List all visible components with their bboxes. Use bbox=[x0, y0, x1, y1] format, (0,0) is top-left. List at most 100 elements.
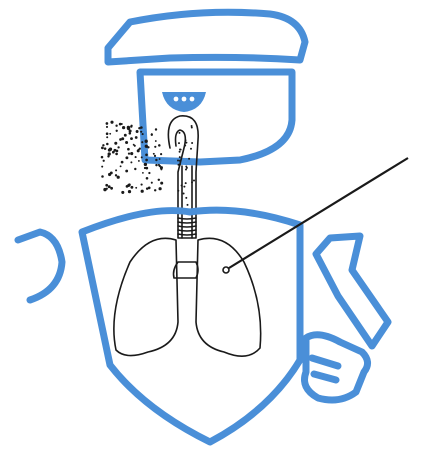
particle bbox=[155, 128, 157, 130]
particle bbox=[115, 169, 117, 171]
particle bbox=[128, 190, 131, 193]
particle bbox=[145, 153, 148, 156]
head-icon bbox=[140, 72, 292, 162]
particle bbox=[141, 156, 143, 158]
airway-particle bbox=[179, 156, 181, 158]
particle bbox=[154, 146, 156, 148]
particle bbox=[142, 172, 144, 174]
particle bbox=[153, 153, 155, 155]
particle bbox=[145, 145, 148, 148]
particle bbox=[151, 182, 153, 184]
airway-particle bbox=[191, 127, 193, 129]
particle bbox=[130, 137, 133, 140]
particle bbox=[128, 152, 130, 154]
right-arm-icon bbox=[316, 236, 388, 346]
particle bbox=[159, 187, 162, 190]
particle bbox=[105, 184, 108, 187]
airway-particle bbox=[183, 186, 185, 188]
particle bbox=[106, 122, 109, 125]
airway-particle bbox=[188, 158, 190, 160]
particle bbox=[155, 140, 157, 142]
cap-icon bbox=[108, 12, 305, 62]
airway-tube-icon bbox=[168, 116, 198, 238]
particle bbox=[135, 187, 137, 189]
particle bbox=[141, 141, 143, 143]
particle bbox=[126, 185, 129, 188]
particle bbox=[155, 164, 157, 166]
particle bbox=[109, 133, 111, 135]
airway-particle bbox=[185, 197, 187, 199]
particle bbox=[145, 140, 148, 143]
particle bbox=[124, 134, 127, 137]
particle bbox=[160, 153, 162, 155]
airway-particle bbox=[179, 132, 181, 134]
airway-particle bbox=[178, 142, 180, 144]
particle bbox=[119, 138, 122, 141]
airway-particle bbox=[177, 160, 179, 162]
trachea-ring bbox=[178, 218, 196, 219]
airway-particle bbox=[179, 149, 181, 151]
particle bbox=[146, 187, 149, 190]
particle bbox=[158, 144, 161, 147]
left-arm-icon bbox=[18, 232, 62, 300]
particle bbox=[121, 161, 124, 164]
particle bbox=[102, 144, 104, 146]
particle bbox=[106, 126, 108, 128]
particle bbox=[154, 155, 156, 157]
airway-particle bbox=[185, 169, 187, 171]
trachea-ring bbox=[178, 230, 196, 231]
particle bbox=[106, 132, 109, 135]
particle bbox=[115, 174, 117, 176]
particle bbox=[133, 144, 135, 146]
particle bbox=[135, 136, 138, 139]
particle bbox=[140, 131, 142, 133]
particle bbox=[130, 152, 133, 155]
particle bbox=[114, 142, 117, 145]
particle bbox=[106, 143, 109, 146]
particle bbox=[127, 126, 130, 129]
particle bbox=[138, 127, 140, 129]
particle bbox=[125, 156, 128, 159]
particle bbox=[107, 155, 109, 157]
mouth-icon bbox=[162, 92, 206, 112]
particle bbox=[144, 167, 146, 169]
particle bbox=[160, 168, 162, 170]
particle bbox=[104, 147, 107, 150]
trachea-ring bbox=[178, 226, 196, 227]
particle bbox=[154, 189, 156, 191]
trachea-ring bbox=[178, 234, 196, 235]
particle bbox=[101, 175, 104, 178]
particle bbox=[106, 188, 108, 190]
particle bbox=[158, 179, 160, 181]
particle bbox=[145, 159, 148, 162]
particle bbox=[125, 141, 128, 144]
particle bbox=[134, 168, 136, 170]
particle bbox=[148, 172, 150, 174]
particle bbox=[136, 130, 139, 133]
airway-particle bbox=[179, 151, 181, 153]
particle bbox=[121, 123, 123, 125]
particle bbox=[129, 132, 132, 135]
particle bbox=[146, 177, 149, 180]
particle bbox=[122, 126, 125, 129]
particle bbox=[117, 146, 119, 148]
particle bbox=[130, 161, 132, 163]
particle bbox=[108, 185, 111, 188]
particle bbox=[115, 153, 118, 156]
airway-particle bbox=[183, 193, 185, 195]
particle bbox=[160, 182, 163, 185]
trachea-ring bbox=[178, 222, 196, 223]
particle bbox=[142, 133, 144, 135]
particle bbox=[151, 134, 153, 136]
lungs-icon bbox=[114, 238, 261, 356]
particle bbox=[106, 136, 108, 138]
particle bbox=[159, 158, 161, 160]
particle bbox=[158, 164, 160, 166]
particle bbox=[117, 176, 120, 179]
particle bbox=[121, 191, 124, 194]
particle bbox=[135, 156, 137, 158]
particle bbox=[114, 149, 116, 151]
particle bbox=[108, 173, 111, 176]
